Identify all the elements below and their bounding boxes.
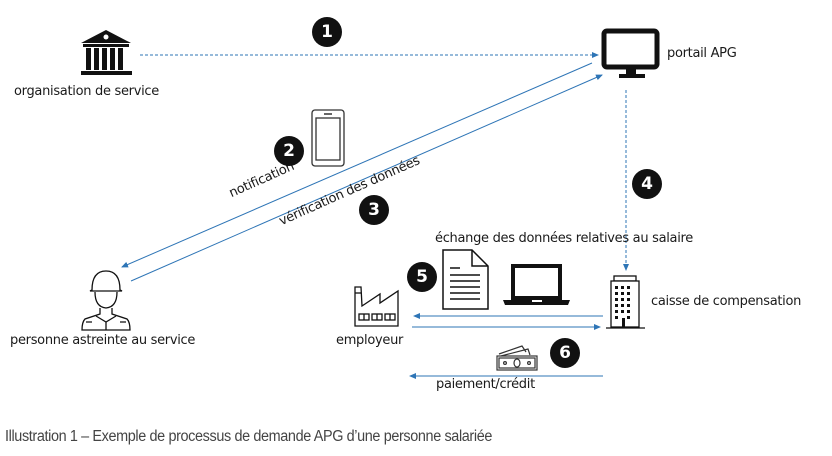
- node-label-personne: personne astreinte au service: [10, 333, 196, 348]
- bank-building-icon: [81, 30, 132, 75]
- soldier-icon: [81, 270, 131, 331]
- edge-label-paiement: paiement/crédit: [436, 377, 535, 392]
- laptop-icon: [503, 264, 570, 305]
- figure-caption: Illustration 1 – Exemple de processus de…: [5, 428, 492, 445]
- step-badge-4: 4: [632, 169, 662, 199]
- node-label-portail: portail APG: [667, 46, 737, 61]
- smartphone-icon: [311, 109, 345, 167]
- step-badge-6: 6: [550, 338, 580, 368]
- node-label-organisation: organisation de service: [14, 84, 159, 99]
- node-label-caisse: caisse de compensation: [651, 294, 802, 309]
- banknote-icon: [496, 345, 538, 371]
- step-badge-2: 2: [274, 136, 304, 166]
- step-badge-3: 3: [359, 195, 389, 225]
- arrow-personne-to-portail: [130, 74, 603, 282]
- step-badge-1: 1: [312, 17, 342, 47]
- document-icon: [442, 249, 489, 310]
- arrow-portail-to-personne: [121, 62, 593, 268]
- step-badge-5: 5: [407, 262, 437, 292]
- monitor-icon: [601, 28, 660, 78]
- office-building-icon: [606, 275, 645, 329]
- node-label-employeur: employeur: [336, 333, 404, 348]
- edge-label-echange: échange des données relatives au salaire: [435, 231, 693, 246]
- factory-icon: [354, 286, 399, 327]
